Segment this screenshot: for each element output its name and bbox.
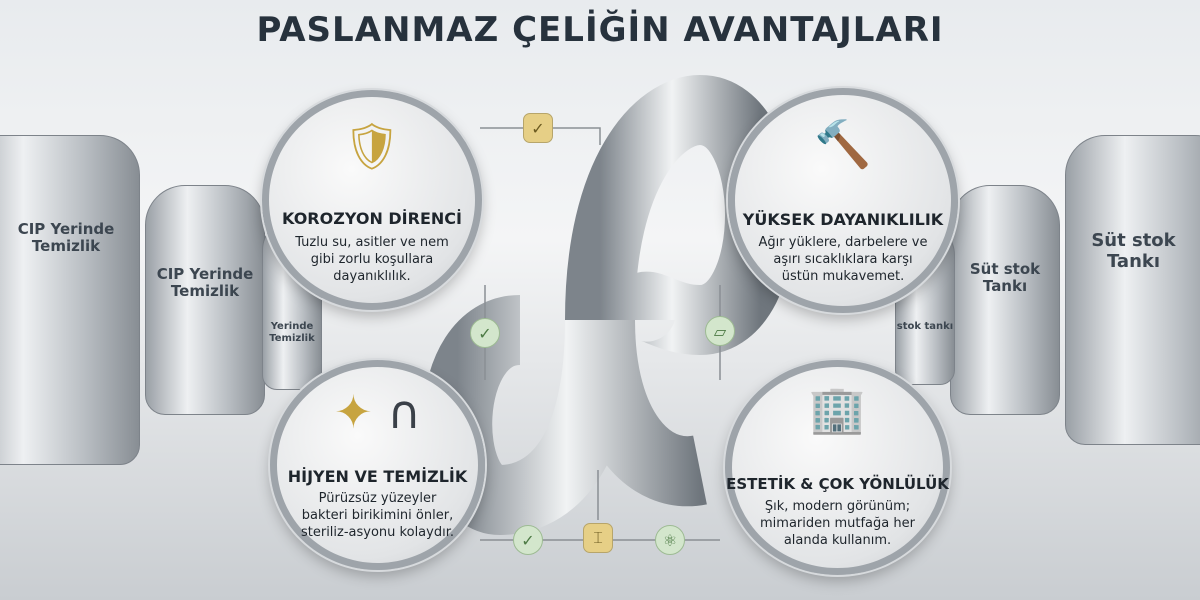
tank-label: Süt stok Tankı xyxy=(969,260,1041,296)
tank-label: Süt stok Tankı xyxy=(1091,230,1176,272)
tank-left-1: CIP Yerinde Temizlik xyxy=(0,135,140,465)
tank-right-2: Süt stok Tankı xyxy=(950,185,1060,415)
shield-check-icon: ✓ xyxy=(523,113,553,143)
hammer-steel-beam-icon: 🔨 xyxy=(814,117,872,171)
tank-label: CIP Yerinde Temizlik xyxy=(17,220,115,256)
card-description: Ağır yüklere, darbelere ve aşırı sıcaklı… xyxy=(758,235,928,284)
steel-plate-icon: ▱ xyxy=(705,316,735,346)
tank-left-2: CIP Yerinde Temizlik xyxy=(145,185,265,415)
card-high-durability: 🔨 YÜKSEK DAYANIKLILIK Ağır yüklere, darb… xyxy=(728,88,958,313)
card-corrosion-resistance: 🛡 KOROZYON DİRENCİ Tuzlu su, asitler ve … xyxy=(262,90,482,310)
card-heading: KOROZYON DİRENCİ xyxy=(282,209,462,228)
buildings-oven-icon: 🏢 xyxy=(808,382,867,436)
card-heading: ESTETİK & ÇOK YÖNLÜLÜK xyxy=(726,475,949,493)
card-description: Tuzlu su, asitler ve nem gibi zorlu koşu… xyxy=(295,235,449,284)
atom-icon: ⚛ xyxy=(655,525,685,555)
card-hygiene-cleanliness: ✦ ∩ HİJYEN VE TEMİZLİK Pürüzsüz yüzeyler… xyxy=(270,360,485,570)
card-aesthetics-versatility: 🏢 ESTETİK & ÇOK YÖNLÜLÜK Şık, modern gör… xyxy=(725,360,950,575)
shield-check-icon: ✓ xyxy=(513,525,543,555)
card-description: Pürüzsüz yüzeyler bakteri birikimini önl… xyxy=(300,491,454,540)
card-heading: YÜKSEK DAYANIKLILIK xyxy=(742,210,944,229)
card-heading: HİJYEN VE TEMİZLİK xyxy=(287,467,468,486)
steel-pipe-lower xyxy=(422,295,707,536)
tank-label: stok tankı xyxy=(896,321,954,332)
card-description: Şık, modern görünüm; mimariden mutfağa h… xyxy=(760,499,915,548)
shield-water-drop-icon: 🛡 xyxy=(342,119,402,173)
page-title: PASLANMAZ ÇELİĞİN AVANTAJLARI xyxy=(256,10,944,50)
sparkle-stethoscope-icon: ✦ ∩ xyxy=(334,385,421,439)
tank-right-1: Süt stok Tankı xyxy=(1065,135,1200,445)
tank-label: Yerinde Temizlik xyxy=(269,321,315,344)
steel-beam-icon: ⌶ xyxy=(583,523,613,553)
shield-check-icon: ✓ xyxy=(470,318,500,348)
tank-label: CIP Yerinde Temizlik xyxy=(156,265,254,301)
